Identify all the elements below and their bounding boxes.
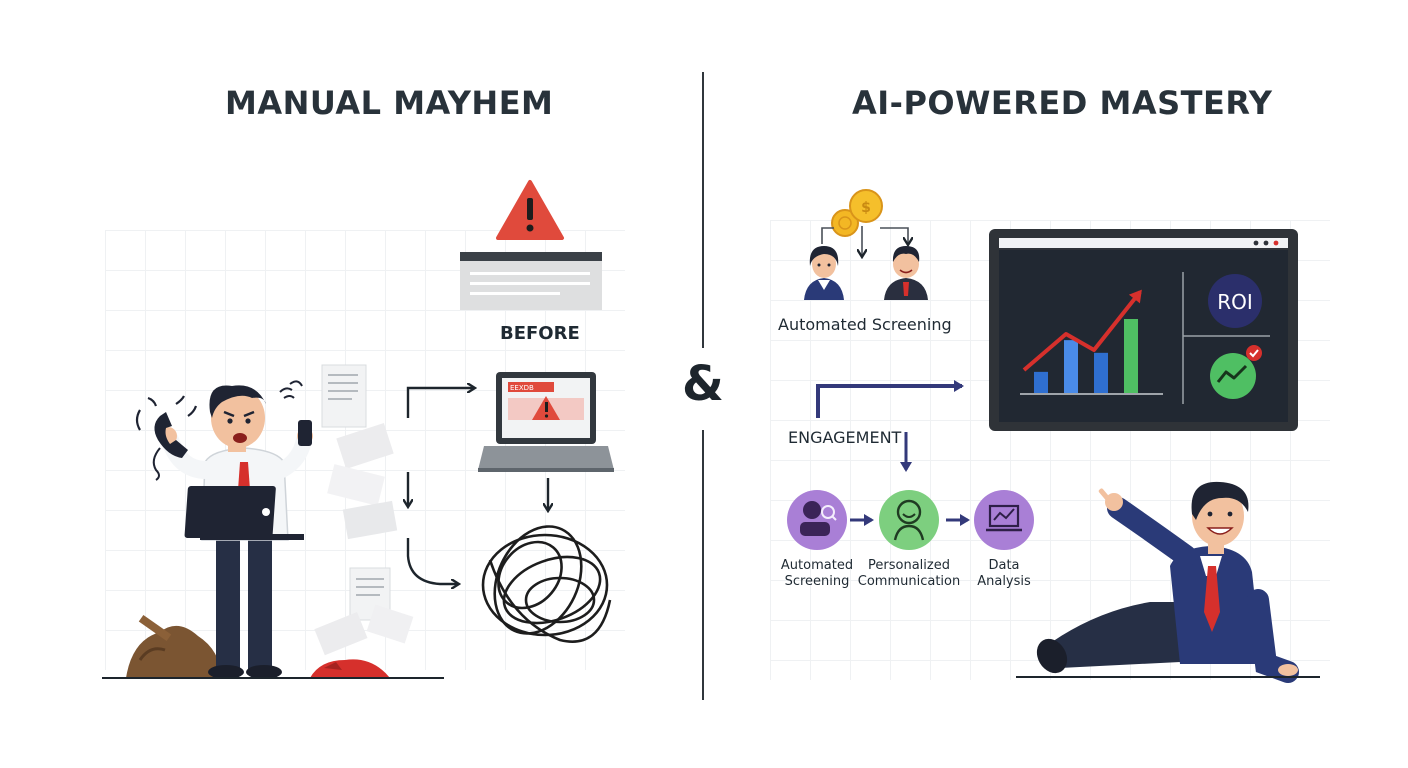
warning-triangle-icon bbox=[496, 180, 564, 240]
automated-screening-label: Automated Screening bbox=[778, 315, 952, 334]
smiling-person-icon bbox=[893, 499, 925, 541]
analytics-laptop-icon bbox=[986, 504, 1022, 532]
growth-check-icon bbox=[1210, 345, 1262, 399]
step-caption-data-analysis: Data Analysis bbox=[944, 558, 1064, 590]
left-title: MANUAL MAYHEM bbox=[225, 84, 554, 122]
mobile-phone-icon bbox=[279, 380, 312, 446]
gold-coins-icon: $ bbox=[831, 189, 883, 237]
coin-flow-arrows bbox=[821, 226, 908, 256]
male-candidate-avatar bbox=[884, 246, 928, 300]
ampersand-symbol: & bbox=[682, 356, 724, 412]
step-circle-personalized-communication bbox=[879, 490, 939, 550]
scattered-papers-icon bbox=[314, 364, 414, 656]
broken-items-pile-icon bbox=[310, 659, 390, 678]
step-caption-automated-screening: Automated Screening bbox=[757, 558, 877, 590]
tangled-scribble-icon bbox=[481, 525, 612, 643]
divider-bottom bbox=[702, 430, 704, 700]
step-caption-line: Communication bbox=[857, 574, 961, 589]
dashboard-bar bbox=[1094, 352, 1108, 393]
step-caption-line: Personalized bbox=[868, 558, 950, 573]
relaxed-businessman-illustration bbox=[1036, 481, 1299, 683]
error-laptop-icon: EEXDB bbox=[478, 372, 614, 472]
step-caption-line: Automated bbox=[780, 558, 854, 573]
divider-top bbox=[702, 72, 704, 348]
svg-text:$: $ bbox=[861, 200, 871, 216]
step-caption-line: Data bbox=[988, 558, 1020, 573]
roi-dashboard-monitor bbox=[989, 229, 1298, 431]
error-dialog-window bbox=[460, 252, 602, 310]
roi-badge: ROI bbox=[1208, 274, 1262, 328]
step-circle-automated-screening bbox=[787, 490, 847, 550]
dirt-pile-icon bbox=[126, 614, 222, 678]
step-circle-data-analysis bbox=[974, 490, 1034, 550]
step-caption-personalized-communication: Personalized Communication bbox=[849, 558, 969, 590]
dashboard-bar bbox=[1034, 371, 1048, 393]
screening-robot-icon bbox=[800, 501, 837, 536]
flow-arrows-left bbox=[408, 388, 548, 584]
female-recruiter-avatar bbox=[804, 246, 844, 300]
phone-handset-icon bbox=[135, 395, 198, 481]
step-caption-line: Screening bbox=[784, 574, 850, 589]
engagement-arrow bbox=[816, 380, 964, 418]
roi-badge-text: ROI bbox=[1217, 290, 1253, 314]
growth-trend-arrow bbox=[1022, 289, 1142, 372]
before-label: BEFORE bbox=[500, 323, 580, 344]
step-caption-line: Analysis bbox=[977, 574, 1031, 589]
dashboard-bar bbox=[1124, 319, 1138, 393]
right-title: AI-POWERED MASTERY bbox=[852, 84, 1273, 122]
roi-bar-chart bbox=[1034, 319, 1138, 393]
dashboard-bar bbox=[1064, 340, 1078, 393]
laptop-alert-text: EEXDB bbox=[510, 384, 534, 392]
engagement-label: ENGAGEMENT bbox=[788, 428, 902, 447]
